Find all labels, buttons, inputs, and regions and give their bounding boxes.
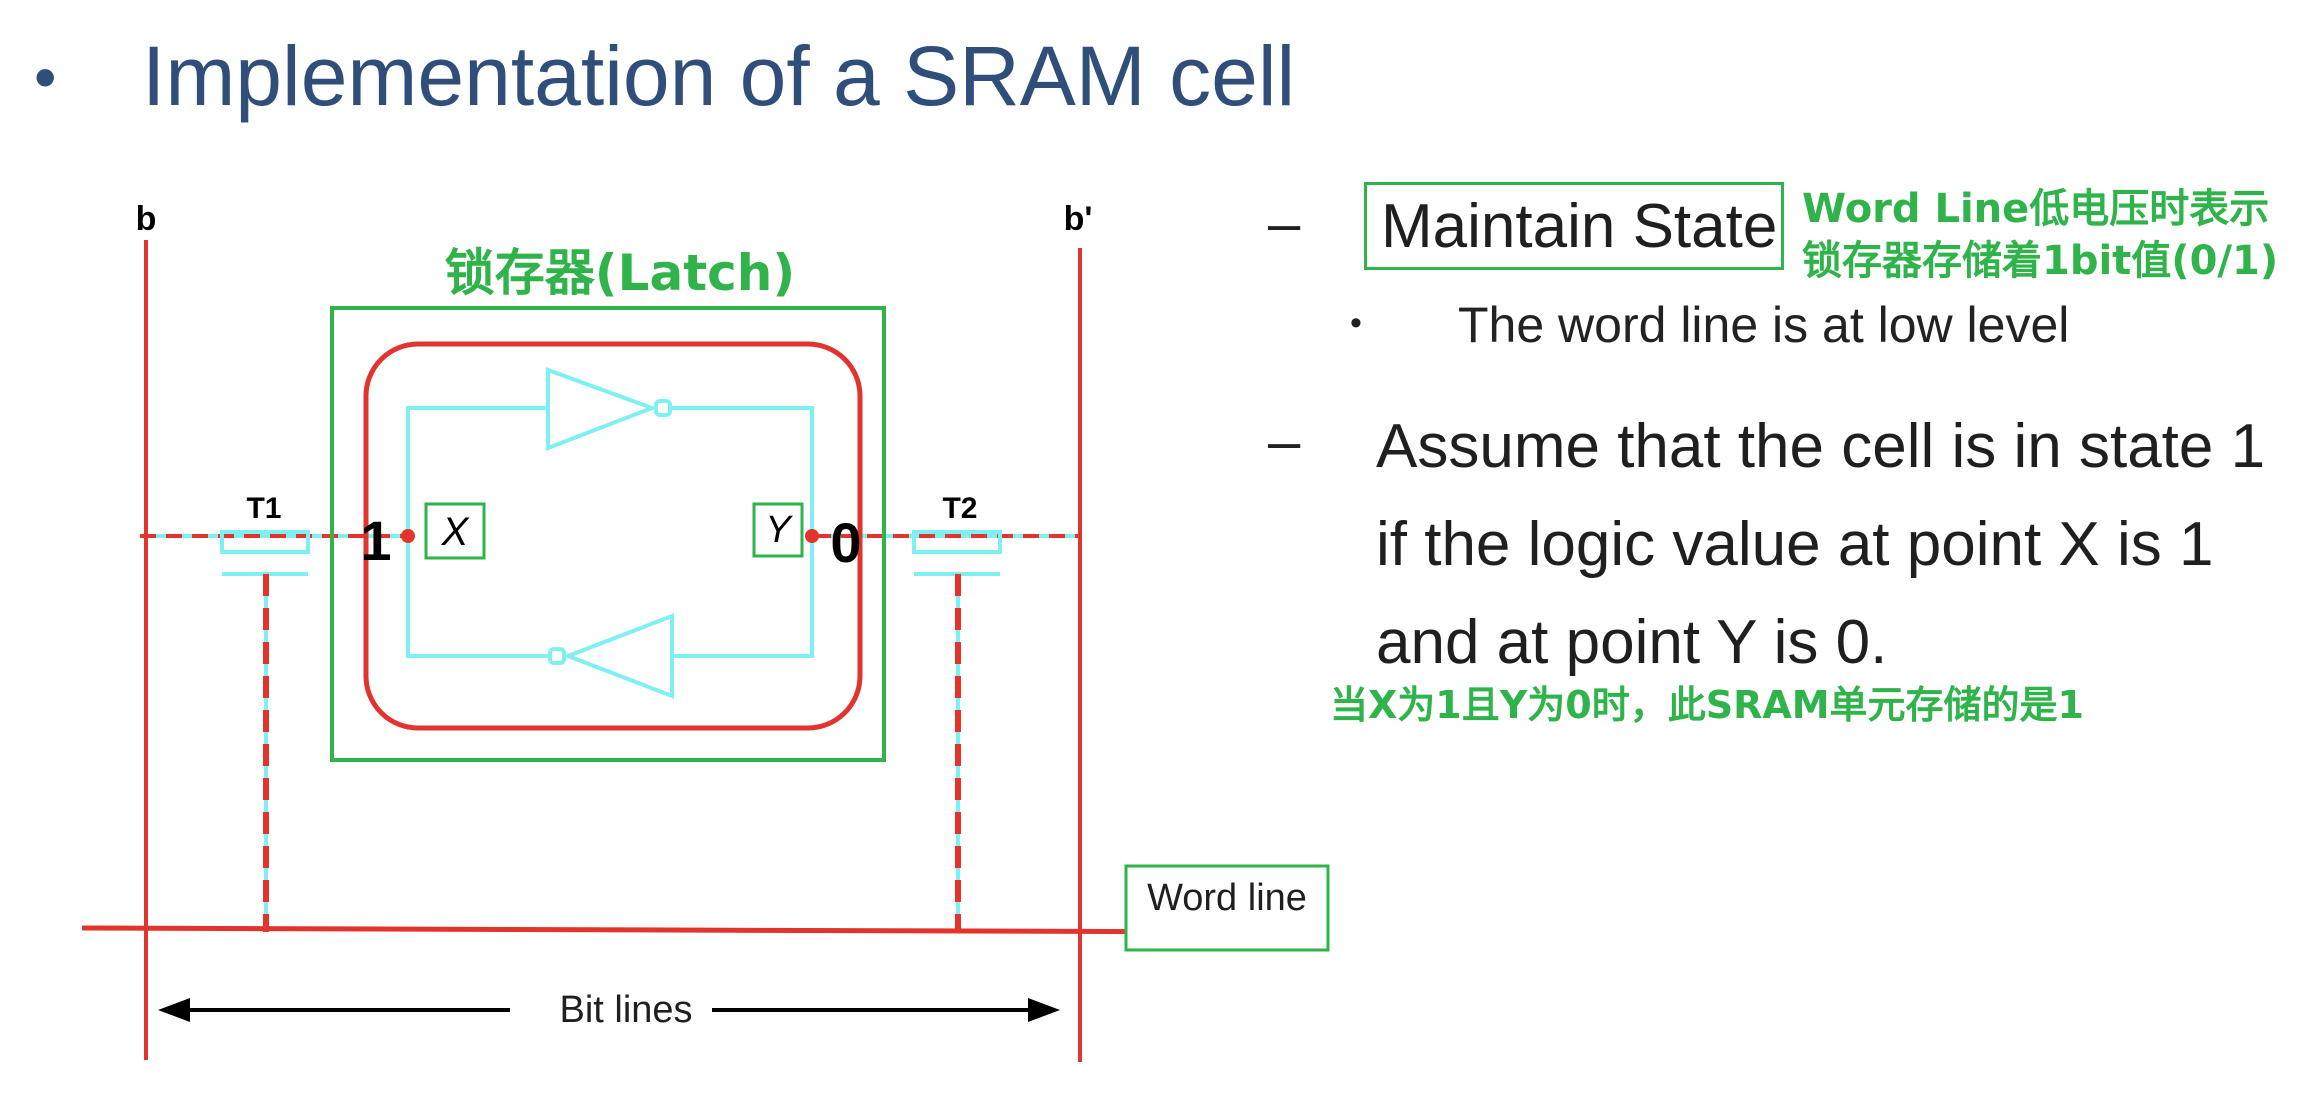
word-line: [81, 925, 1257, 935]
transistor-t2: [912, 530, 1002, 932]
word-line-box: [1124, 864, 1330, 952]
arrow-right-icon: [1028, 998, 1060, 1022]
node-x-dot: [401, 529, 415, 543]
dash-2: –: [1268, 409, 1301, 474]
assume-line-1: Assume that the cell is in state 1: [1376, 412, 2266, 481]
label-b-prime: b': [1064, 200, 1093, 238]
inverter-top: [546, 367, 672, 451]
assume-paragraph: Assume that the cell is in state 1 if th…: [1376, 398, 2296, 692]
inverter-bottom: [548, 613, 674, 699]
dash-1: –: [1268, 191, 1301, 256]
slide-title: Implementation of a SRAM cell: [142, 29, 1296, 123]
latch-loop: [363, 341, 863, 731]
title-bullet: •: [34, 41, 57, 113]
y-label: Y: [765, 509, 793, 551]
latch-box: [330, 306, 886, 762]
note-word-line-1: Word Line低电压时表示: [1802, 186, 2270, 232]
word-line-label: Word line: [1147, 877, 1307, 919]
x-box: [424, 502, 486, 560]
value-y: 0: [830, 511, 861, 574]
label-b: b: [136, 200, 157, 238]
bit-lines-label: Bit lines: [559, 989, 692, 1031]
assume-line-2: if the logic value at point X is 1: [1376, 510, 2214, 579]
maintain-state-box: Maintain State: [1364, 182, 1784, 270]
value-x: 1: [360, 509, 391, 572]
note-word-line-2: 锁存器存储着1bit值(0/1): [1802, 238, 2279, 284]
latch-label: 锁存器(Latch): [445, 244, 795, 302]
y-box: [752, 502, 804, 558]
transistor-t1: [220, 530, 310, 932]
x-label: X: [441, 510, 470, 554]
assume-line-3: and at point Y is 0.: [1376, 608, 1888, 677]
node-y-dot: [805, 529, 819, 543]
arrow-left-icon: [158, 998, 190, 1022]
label-t2: T2: [942, 492, 977, 525]
label-t1: T1: [246, 492, 281, 525]
sub-bullet: •: [1350, 304, 1362, 342]
note-state-1: 当X为1且Y为0时，此SRAM单元存储的是1: [1330, 683, 2084, 727]
sub-bullet-text: The word line is at low level: [1458, 297, 2070, 353]
